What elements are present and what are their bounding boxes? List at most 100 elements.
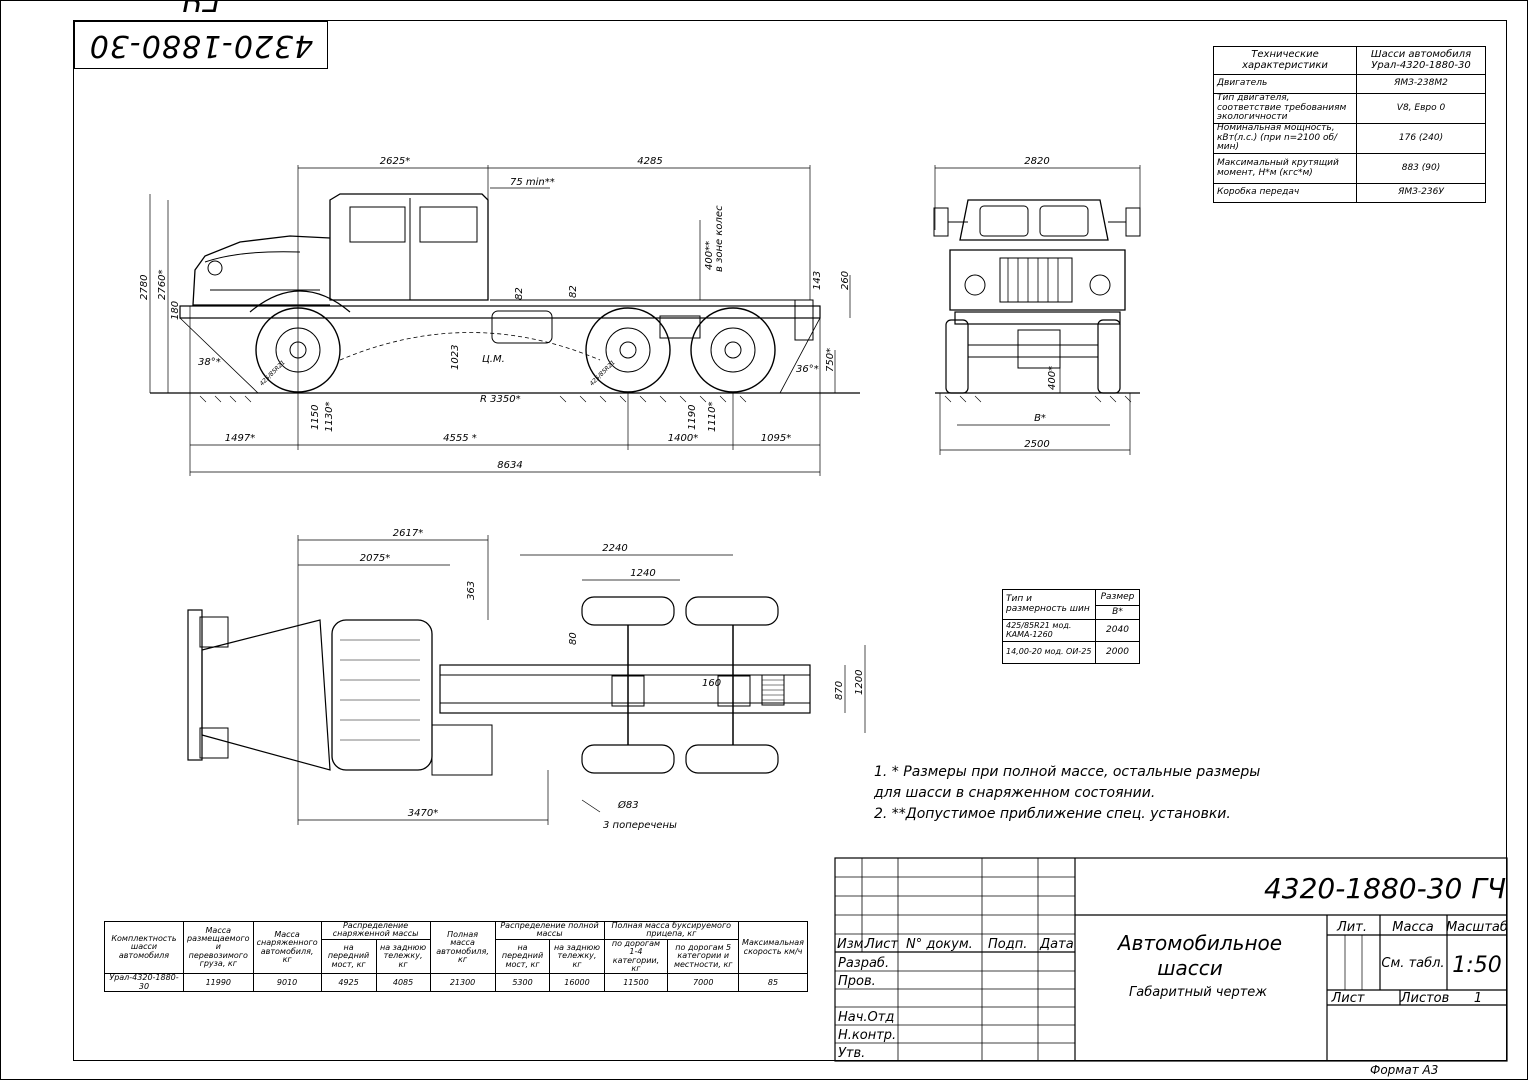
dim-label: 1190 [687,405,698,430]
mass-header: Распределение полной массы [494,921,605,940]
dim-label: 2820 [1024,156,1049,167]
title-doc-type: Габаритный чертеж [1129,985,1267,1000]
mass-subheader: на передний мост, кг [494,938,551,975]
dim-label: 8634 [497,460,522,471]
angle-label: 36°* [796,364,819,375]
dim-label: 2240 [602,543,627,554]
spec-header-left: Технические характеристики [1213,46,1357,75]
dim-label: 3 поперечены [603,820,677,831]
mass-header: Полная масса буксируемого прицепа, кг [603,921,740,940]
dim-label: 1023 [450,345,461,370]
dim-label: 1400* [668,433,698,444]
dim-label: в зоне колес [714,205,725,272]
mass-cell: 9010 [252,973,322,993]
mass-cell: 11500 [603,973,669,993]
dim-label: 1095* [761,433,791,444]
mass-cell: 4085 [375,973,431,993]
dim-label: 400** [704,241,715,270]
mass-header: Комплектность шасси автомобиля [104,920,184,975]
format-label: Формат А3 [1370,1063,1439,1077]
radius-label: R 3350* [480,394,521,405]
drawing-notes: 1. * Размеры при полной массе, остальные… [874,762,1260,825]
spec-table: Технические характеристики Шасси автомоб… [1213,46,1486,203]
role-label: Разраб. [838,956,889,971]
role-label: Н.контр. [838,1028,896,1043]
col-label-date: Дата [1039,937,1074,952]
mass-cell: 85 [738,973,808,993]
dim-label: Ø83 [617,799,639,811]
dim-label: 82 [514,287,525,300]
mass-subheader: на передний мост, кг [320,938,377,975]
mass-subheader: на заднюю тележку, кг [549,938,605,975]
dim-label: 870 [834,681,845,700]
center-mass-label: Ц.М. [482,354,505,365]
spec-header-right: Шасси автомобиля Урал-4320-1880-30 [1356,46,1486,75]
mass-header: Масса снаряженного автомобиля, кг [252,920,322,975]
dim-label: 2780 [139,275,150,300]
tire-table: Тип и размерность шин Размер B* 425/85R2… [1002,589,1140,664]
side-view [149,165,860,476]
drawing-frame [73,20,1507,1061]
title-block-code: 4320-1880-30 ГЧ [1264,872,1506,905]
role-label: Нач.Отд [838,1010,894,1025]
dim-label: 1130* [324,402,335,432]
title-sheets-label: Листов [1400,991,1450,1006]
dim-label: 1110* [707,402,718,432]
dim-label: 143 [812,271,823,290]
mass-header: Максимальная скорость км/ч [738,920,808,975]
front-view [933,165,1141,455]
tire-header-type: Тип и размерность шин [1002,589,1096,620]
role-label: Пров. [838,974,876,989]
title-scale-value: 1:50 [1452,953,1501,978]
role-label: Утв. [838,1046,865,1061]
title-sheet-label: Лист [1331,991,1365,1006]
dim-label: 4555 * [443,433,477,444]
tire-header-size: Размер [1095,589,1140,606]
dim-label: 3470* [408,808,438,819]
dim-label: 180 [170,301,181,320]
mass-cell: Урал-4320-1880-30 [104,973,184,993]
spec-row-value: V8, Евро 0 [1356,93,1486,124]
dim-label: 1150 [310,405,321,430]
mass-cell: 11990 [183,973,254,993]
top-view [187,535,866,825]
dim-label: B* [1034,413,1046,424]
mass-table: Комплектность шасси автомобиля Масса раз… [104,920,808,993]
dim-label: 80 [568,632,579,645]
title-block [834,857,1508,1062]
dim-label: 2617* [393,528,423,539]
dim-label: 82 [568,285,579,298]
note-line: 1. * Размеры при полной массе, остальные… [874,764,1261,780]
dim-label: 160 [702,678,721,689]
angle-label: 38°* [198,357,221,368]
title-name-line1: Автомобильное [1116,931,1282,955]
dim-label: 260 [840,271,851,290]
dim-label: 400* [1047,366,1058,390]
spec-row-label: Максимальный крутящий момент, Н*м (кгс*м… [1213,153,1357,184]
dim-label: 1497* [225,433,255,444]
col-label-doc: N° докум. [906,937,973,952]
note-line: 2. **Допустимое приближение спец. устано… [874,806,1231,822]
title-mass-value: См. табл. [1381,956,1444,971]
dim-label: 2500 [1024,439,1049,450]
dim-label: 2625* [380,156,410,167]
spec-row-value: ЯМЗ-236У [1356,183,1486,203]
dim-label: 1240 [630,568,655,579]
dim-label: 2075* [360,553,390,564]
col-label-sign: Подп. [988,937,1027,952]
col-label-izm: Изм. [837,937,868,952]
dim-label: 750* [825,348,836,372]
mass-cell: 16000 [549,973,605,993]
title-scale-label: Масштаб [1446,920,1508,935]
col-label-list: Лист [864,937,898,952]
spec-row-value: 176 (240) [1356,123,1486,154]
tire-b-value: 2000 [1095,641,1140,664]
dim-label: 4285 [637,156,662,167]
dim-label: 75 min** [510,177,555,188]
title-lit-label: Лит. [1336,920,1367,935]
dim-label: 1200 [854,670,865,695]
mass-cell: 21300 [429,973,496,993]
dim-label: 2760* [157,270,168,300]
title-name-line2: шасси [1157,956,1223,980]
